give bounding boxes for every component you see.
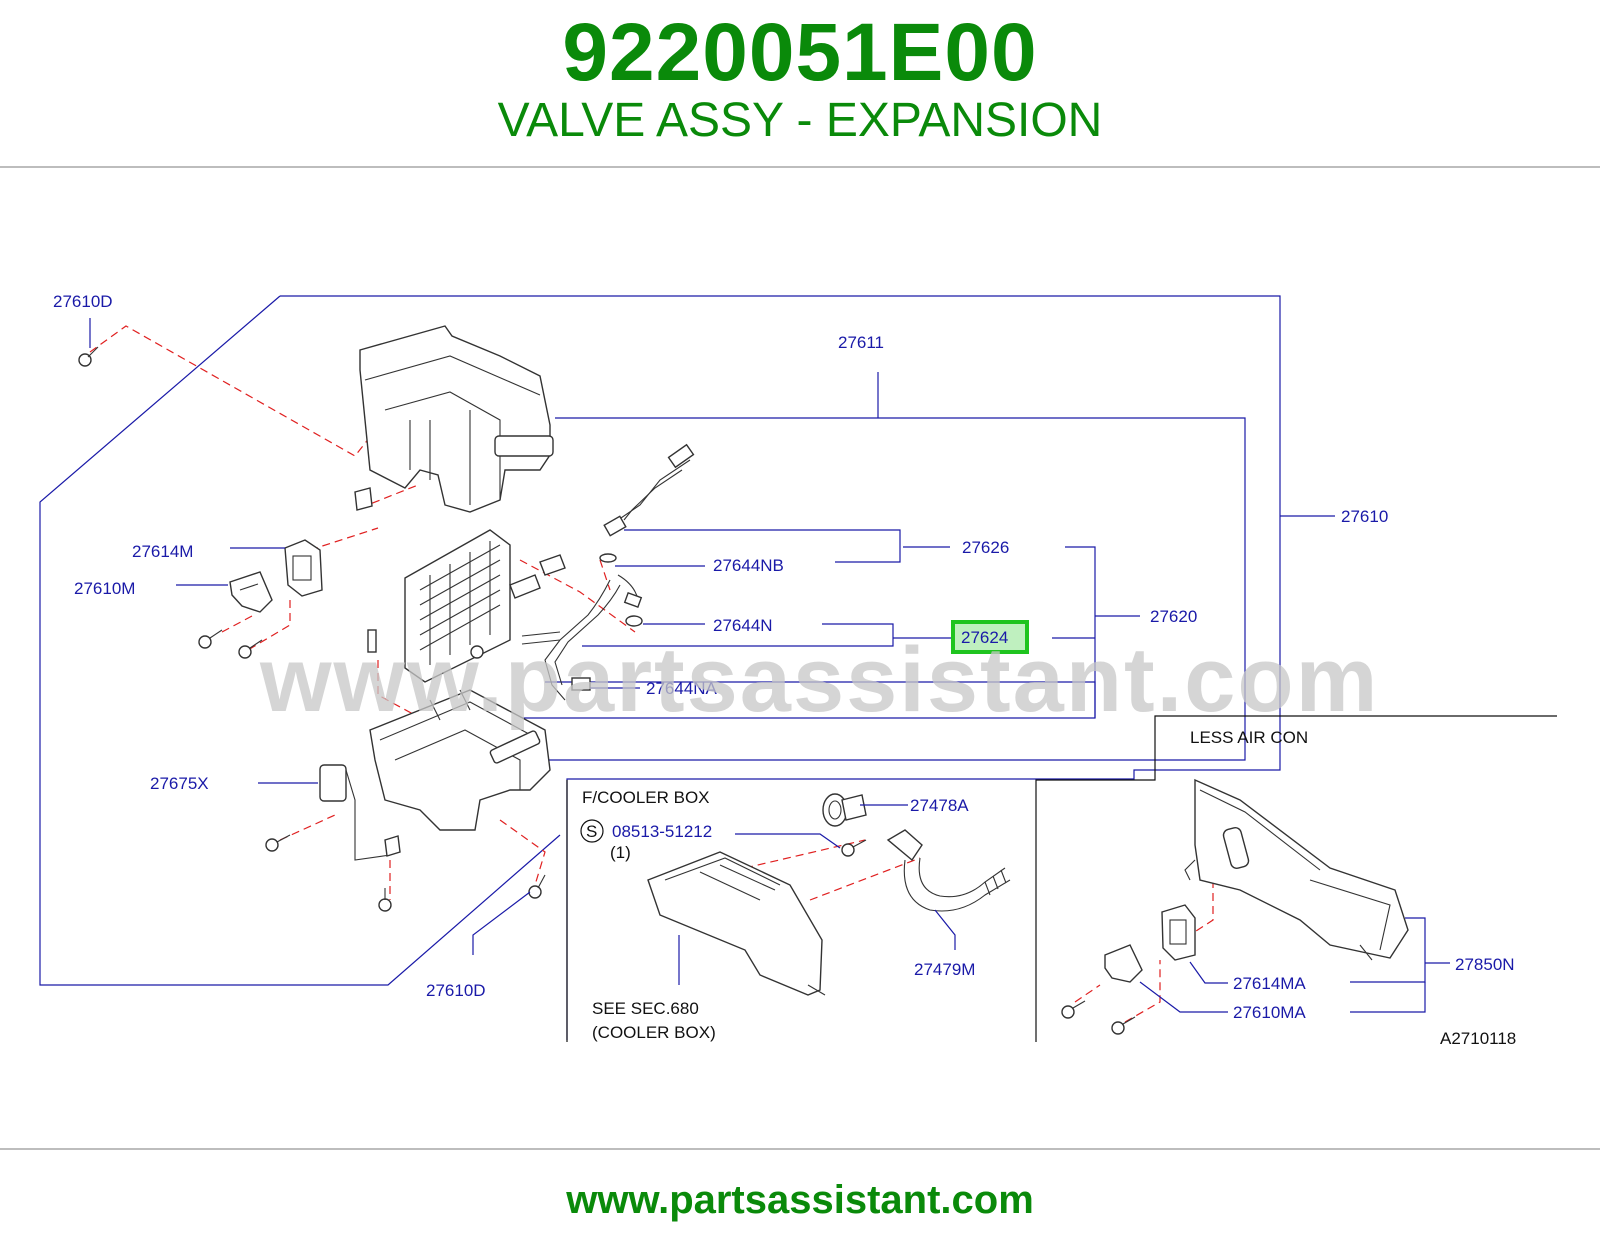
label-27614MA[interactable]: 27614MA [1233,974,1306,993]
bolt [238,639,263,659]
leader [934,909,956,950]
leader [1065,546,1096,718]
note-less-air-con: LESS AIR CON [1190,728,1308,747]
label-27611[interactable]: 27611 [838,333,884,352]
lower-case [369,689,551,831]
leader [1350,982,1426,1013]
frame-27611 [485,417,1246,761]
label-27626[interactable]: 27626 [962,538,1009,557]
evaporator-core [404,529,566,683]
label-27644N[interactable]: 27644N [713,616,773,635]
sensor-27675X [319,764,401,861]
less-air-con-box [1035,715,1557,1042]
leader [1189,961,1228,984]
dash-line [359,484,419,509]
dash-line [221,615,253,633]
bolt [378,888,392,912]
label-27610MA[interactable]: 27610MA [1233,1003,1306,1022]
dash-line [279,814,336,841]
dash-line [247,600,291,651]
outer-frame [280,295,1281,1040]
leader [735,833,841,849]
note-cooler-box: (COOLER BOX) [592,1023,716,1042]
footer-divider [0,1148,1600,1150]
dash-line [499,819,546,886]
bracket-27614M [284,539,323,597]
footer-url[interactable]: www.partsassistant.com [566,1178,1034,1222]
drain-hose-27479M [886,829,1011,912]
label-27478A[interactable]: 27478A [910,796,969,815]
qty-note: (1) [610,843,631,862]
duct-27850N [1184,778,1409,961]
s-mark: S [586,822,597,841]
label-27614M[interactable]: 27614M [132,542,193,561]
bolt [1061,1000,1086,1019]
resistor-27610MA [1104,944,1143,983]
label-27610M[interactable]: 27610M [74,579,135,598]
bolt [528,874,546,899]
highlight-box [951,620,1029,654]
dash-line [89,325,396,457]
note-fcooler-box: F/COOLER BOX [582,788,710,807]
label-27644NB[interactable]: 27644NB [713,556,784,575]
thermistor [367,629,377,653]
note-see-sec: SEE SEC.680 [592,999,699,1018]
label-27610D-top[interactable]: 27610D [53,292,113,311]
leader [1350,917,1426,983]
leader [472,891,531,955]
label-27675X[interactable]: 27675X [150,774,209,793]
bolt [841,839,867,857]
leader [624,529,901,563]
dash-line [519,559,636,633]
bracket-27614MA [1161,904,1196,961]
figure-id: A2710118 [1440,1029,1516,1048]
label-27610D-bottom[interactable]: 27610D [426,981,486,1000]
bolt [78,346,99,367]
label-27644NA[interactable]: 27644NA [646,679,718,698]
part-number: 9220051E00 [562,7,1038,98]
bolt [265,834,291,852]
leader [1139,981,1228,1013]
label-27479M[interactable]: 27479M [914,960,975,979]
grommet-27478A [822,793,867,827]
dash-line [809,857,921,901]
label-27850N[interactable]: 27850N [1455,955,1515,974]
label-08513-51212[interactable]: 08513-51212 [612,822,712,841]
s-mark-circle [580,819,604,843]
dash-line [1189,880,1214,936]
expansion-valve [521,443,695,701]
outer-frame-left [39,295,561,986]
header-divider [0,166,1600,168]
dash-line [599,559,611,591]
bolt [1111,1016,1136,1035]
label-27610[interactable]: 27610 [1341,507,1388,526]
dash-line [309,527,379,551]
bolt [198,629,223,649]
upper-case [354,325,554,513]
dash-line [1124,960,1161,1023]
dash-line [1074,984,1101,1003]
dash-line [744,839,866,869]
cooler-box [647,851,826,996]
leader [582,623,894,647]
watermark: www.partsassistant.com [260,629,1380,731]
resistor-27610M [229,571,273,613]
part-name: VALVE ASSY - EXPANSION [497,94,1103,147]
label-27620[interactable]: 27620 [1150,607,1197,626]
label-27624[interactable]: 27624 [961,628,1008,647]
